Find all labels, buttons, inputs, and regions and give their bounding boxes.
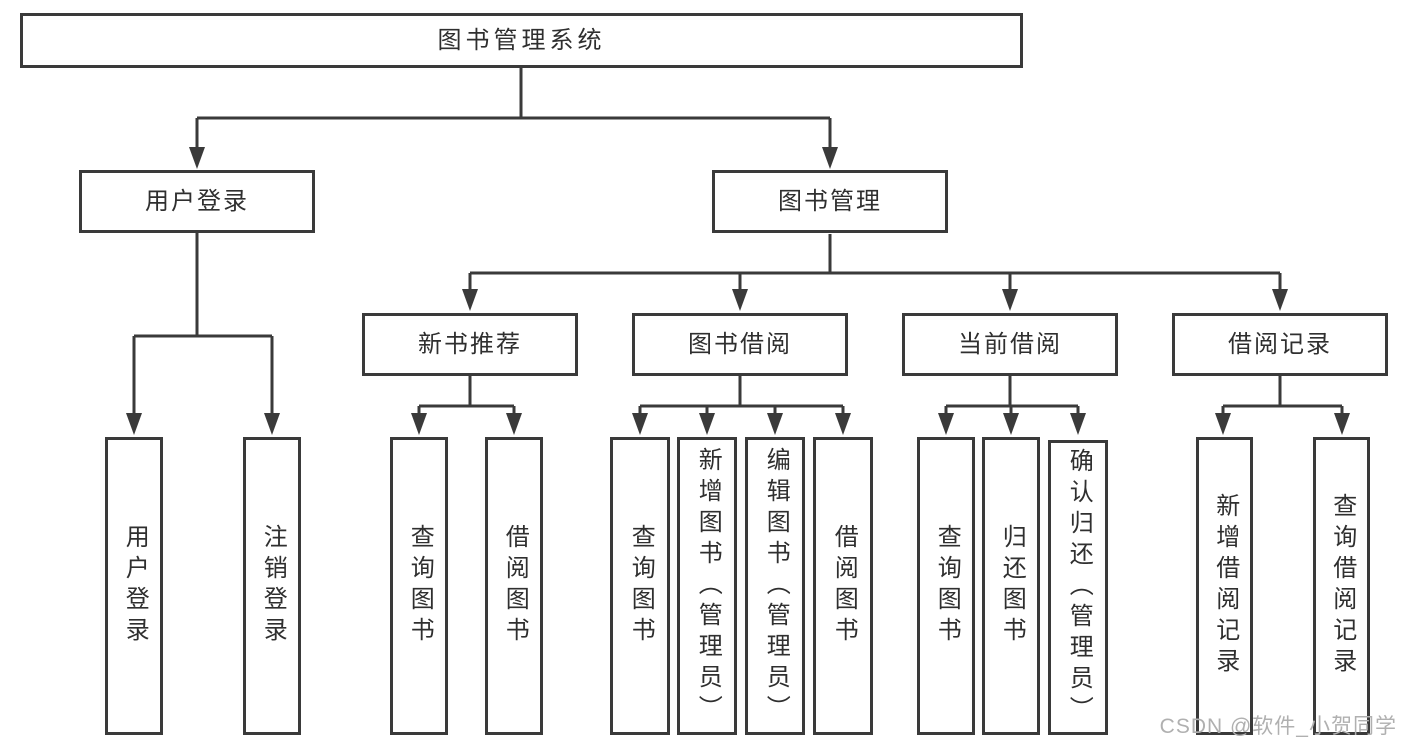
- node-user-login: 用户登录: [79, 170, 315, 233]
- leaf-borrow-book: 借阅图书: [813, 437, 873, 735]
- leaf-label: 确认归还（管理员）: [1065, 448, 1093, 727]
- leaf-label: 借阅图书: [501, 524, 529, 648]
- leaf-label: 新增借阅记录: [1211, 493, 1239, 679]
- node-label: 借阅记录: [1228, 330, 1332, 358]
- leaf-query-borrow-record: 查询借阅记录: [1313, 437, 1370, 735]
- leaf-query-book-borrow: 查询图书: [610, 437, 670, 735]
- leaf-return-book: 归还图书: [982, 437, 1040, 735]
- leaf-query-book-recommend: 查询图书: [390, 437, 448, 735]
- leaf-user-login: 用户登录: [105, 437, 163, 735]
- leaf-query-book-current: 查询图书: [917, 437, 975, 735]
- leaf-label: 用户登录: [121, 524, 149, 648]
- node-label: 图书借阅: [688, 330, 792, 358]
- node-label: 用户登录: [145, 187, 249, 215]
- node-label: 新书推荐: [418, 330, 522, 358]
- node-label: 图书管理: [778, 187, 882, 215]
- leaf-confirm-return-admin: 确认归还（管理员）: [1048, 440, 1108, 735]
- node-book-borrow: 图书借阅: [632, 313, 848, 376]
- node-label: 图书管理系统: [437, 26, 606, 54]
- leaf-add-borrow-record: 新增借阅记录: [1196, 437, 1253, 735]
- leaf-label: 查询图书: [406, 524, 434, 648]
- leaf-edit-book-admin: 编辑图书（管理员）: [745, 437, 805, 735]
- node-current-borrow: 当前借阅: [902, 313, 1118, 376]
- leaf-label: 新增图书（管理员）: [694, 446, 722, 726]
- node-borrow-record: 借阅记录: [1172, 313, 1388, 376]
- leaf-label: 注销登录: [259, 524, 287, 648]
- leaf-borrow-book-recommend: 借阅图书: [485, 437, 543, 735]
- leaf-label: 查询借阅记录: [1328, 493, 1356, 679]
- node-book-management-system: 图书管理系统: [20, 13, 1023, 68]
- leaf-logout-login: 注销登录: [243, 437, 301, 735]
- node-book-management: 图书管理: [712, 170, 948, 233]
- leaf-label: 借阅图书: [830, 524, 858, 648]
- node-label: 当前借阅: [958, 330, 1062, 358]
- leaf-label: 查询图书: [627, 524, 655, 648]
- leaf-label: 归还图书: [998, 524, 1026, 648]
- leaf-label: 编辑图书（管理员）: [762, 446, 790, 726]
- leaf-add-book-admin: 新增图书（管理员）: [677, 437, 737, 735]
- watermark: CSDN @软件_小贺同学: [1159, 715, 1397, 738]
- leaf-label: 查询图书: [933, 524, 961, 648]
- node-new-book-recommend: 新书推荐: [362, 313, 578, 376]
